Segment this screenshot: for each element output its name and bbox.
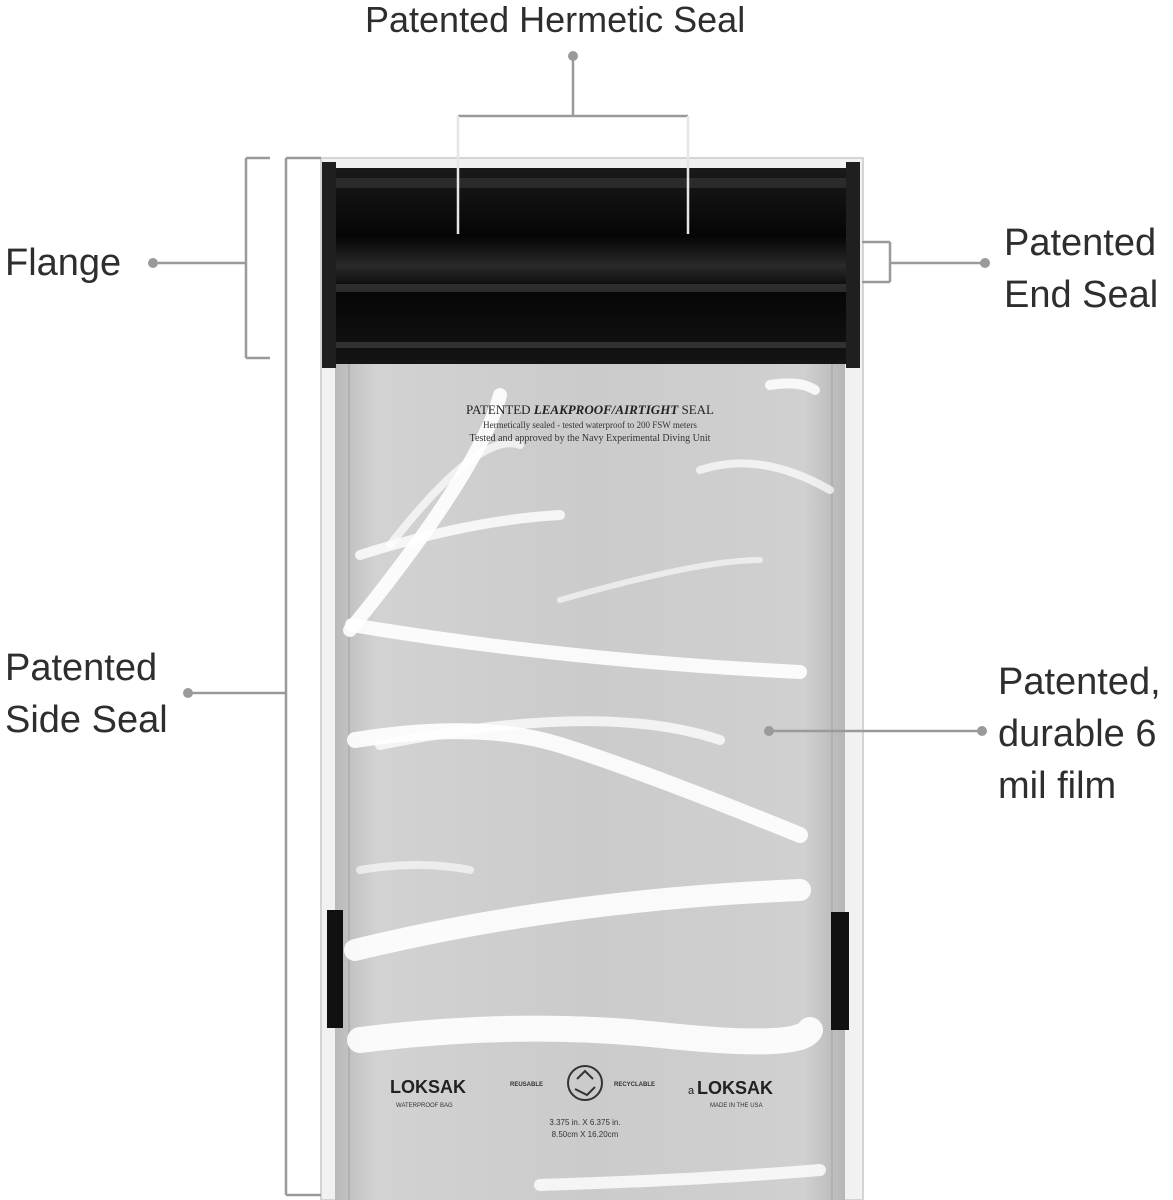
hermetic-dot xyxy=(568,51,578,61)
callout-dots xyxy=(148,51,990,736)
bag-film xyxy=(335,362,845,1200)
end-seal-callout xyxy=(862,240,983,284)
brand-right-prefix: a xyxy=(688,1085,695,1097)
side-seal-callout xyxy=(192,156,321,1197)
label-end-seal: Patented End Seal xyxy=(1004,217,1158,321)
recycle-icon xyxy=(567,1065,603,1101)
label-film-line1: Patented, xyxy=(998,661,1161,703)
size-line2: 8.50cm X 16.20cm xyxy=(552,1130,619,1139)
recyclable-text: RECYCLABLE xyxy=(614,1082,655,1088)
flange-callout xyxy=(158,156,270,360)
side-seal-dot xyxy=(183,688,193,698)
hermetic-seal-callout xyxy=(456,58,690,234)
side-marker-right xyxy=(831,912,849,1030)
label-film: Patented, durable 6 mil film xyxy=(998,656,1161,812)
label-film-line2: durable 6 xyxy=(998,713,1157,755)
callout-lines xyxy=(158,58,983,1197)
label-end-seal-line1: Patented xyxy=(1004,222,1157,264)
end-seal-right xyxy=(846,162,860,368)
label-side-seal-line2: Side Seal xyxy=(5,699,168,741)
label-side-seal-line1: Patented xyxy=(5,647,158,689)
end-seal-dot xyxy=(980,258,990,268)
label-side-seal: Patented Side Seal xyxy=(5,642,168,746)
brand-right: LOKSAK xyxy=(697,1078,773,1098)
brand-left: LOKSAK xyxy=(390,1077,466,1097)
film-text-dot xyxy=(977,726,987,736)
label-flange: Flange xyxy=(5,237,121,289)
film-reflections xyxy=(343,378,834,1191)
end-seal-left xyxy=(322,162,336,368)
brand-right-sub: MADE IN THE USA xyxy=(710,1103,763,1109)
label-hermetic-seal-text: Patented Hermetic Seal xyxy=(365,0,746,40)
seal-print-line3: Tested and approved by the Navy Experime… xyxy=(470,433,711,444)
side-marker-left xyxy=(327,910,343,1028)
flange-dot xyxy=(148,258,158,268)
label-hermetic-seal: Patented Hermetic Seal xyxy=(365,0,745,46)
reusable-text: REUSABLE xyxy=(510,1082,543,1088)
label-end-seal-line2: End Seal xyxy=(1004,274,1159,316)
seal-highlight-low xyxy=(330,342,850,348)
hermetic-seal-band xyxy=(323,168,858,364)
size-line1: 3.375 in. X 6.375 in. xyxy=(549,1118,620,1127)
seal-print-line2: Hermetically sealed - tested waterproof … xyxy=(483,420,697,430)
label-flange-text: Flange xyxy=(5,242,122,284)
seal-highlight-mid xyxy=(326,284,856,292)
label-film-line3: mil film xyxy=(998,765,1117,807)
brand-left-sub: WATERPROOF BAG xyxy=(396,1103,453,1109)
seal-highlight-top xyxy=(330,178,850,188)
seal-print-title: PATENTED LEAKPROOF/AIRTIGHT SEAL xyxy=(466,402,714,417)
film-seal-dot xyxy=(764,726,774,736)
